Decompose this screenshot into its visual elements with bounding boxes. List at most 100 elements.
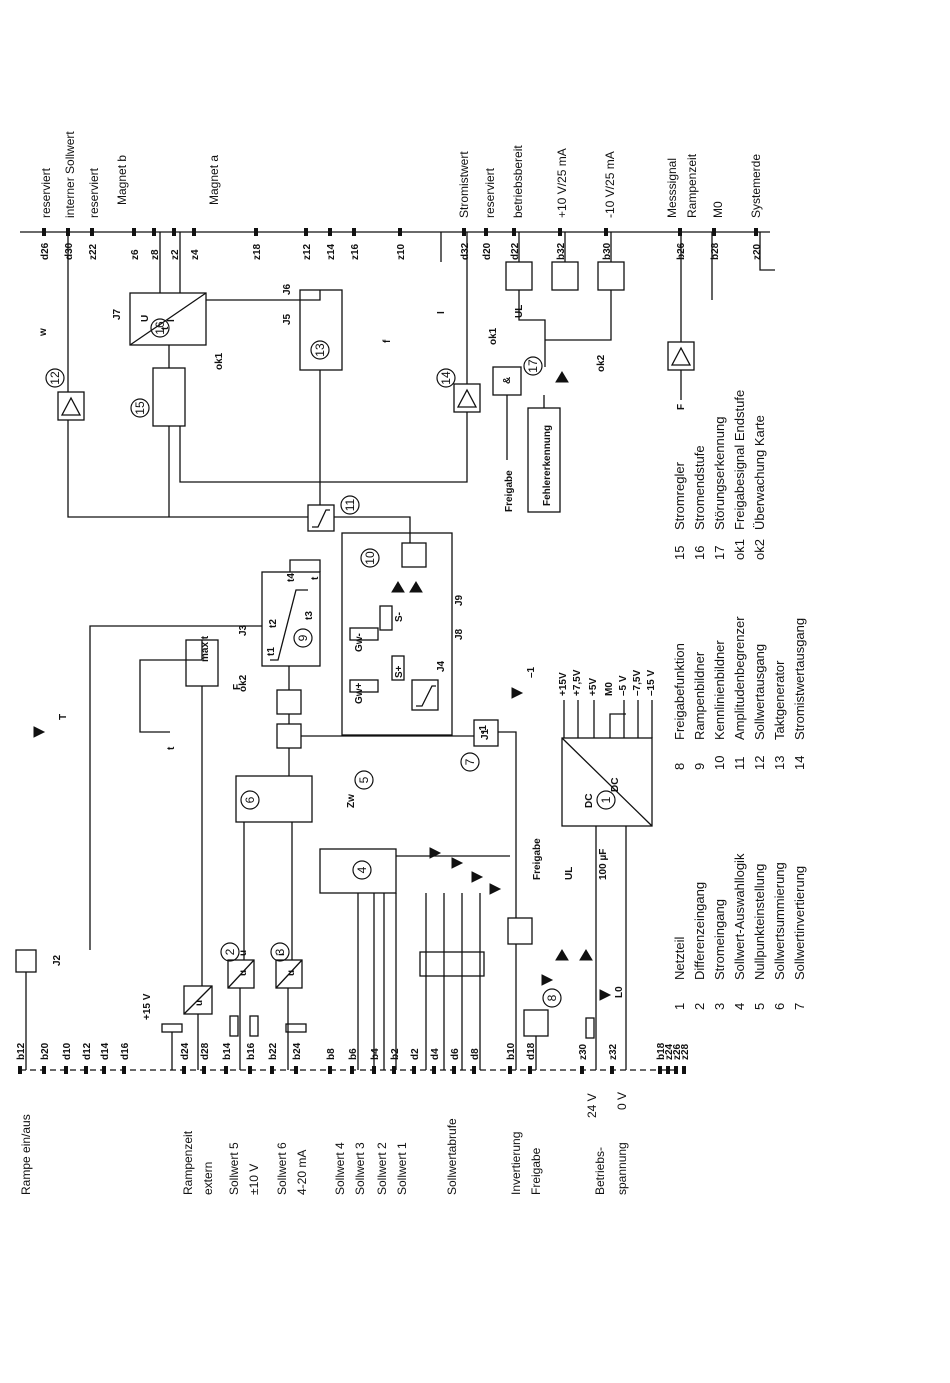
messsignal-amp-block	[667, 341, 695, 371]
supply-rail-label: M0	[604, 682, 615, 696]
legend-number: 6	[772, 1003, 787, 1010]
top-pin-tick	[66, 228, 70, 236]
top-pin-b32: b32	[556, 242, 567, 260]
svg-text:12: 12	[48, 371, 62, 385]
inner-label: u	[286, 970, 297, 976]
bottom-pin-tick	[248, 1066, 252, 1074]
inner-label: J8	[454, 628, 465, 640]
block-11-amplitudenbegrenzer	[307, 504, 335, 532]
bottom-pin-tick	[452, 1066, 456, 1074]
block-7-sollwertinvertierung	[473, 719, 499, 747]
inner-label: J1	[480, 728, 491, 740]
inner-label: max t	[200, 635, 211, 662]
legend-text: Stromregler	[672, 461, 687, 530]
bottom-pin-tick	[84, 1066, 88, 1074]
legend-text: Stromendstufe	[692, 445, 707, 530]
bottom-pin-b12: b12	[16, 1042, 27, 1060]
invertierung-trigger-block	[523, 1009, 549, 1037]
svg-text:9: 9	[296, 634, 310, 641]
top-pin-tick	[678, 228, 682, 236]
bottom-signal-label: 24 V	[585, 1093, 599, 1118]
legend-text: Störungserkennung	[712, 417, 727, 530]
legend-text: Taktgenerator	[772, 660, 787, 740]
inner-label: J9	[454, 594, 465, 606]
top-pin-tick	[328, 228, 332, 236]
inner-label: +15 V	[142, 993, 153, 1020]
block-13-taktgenerator	[299, 289, 343, 371]
top-signal-label: Magnet a	[207, 155, 221, 205]
inner-label: F	[232, 684, 243, 690]
bottom-signal-label: Sollwert 2	[375, 1142, 389, 1195]
legend-number: 13	[772, 756, 787, 770]
svg-text:11: 11	[343, 498, 357, 511]
top-pin-tick	[172, 228, 176, 236]
bottom-pin-tick	[682, 1066, 686, 1074]
inner-label: t2	[268, 619, 279, 628]
inner-label: ok2	[238, 674, 249, 692]
bottom-pin-tick	[528, 1066, 532, 1074]
block-14-stromistwertausgang	[453, 383, 481, 413]
svg-text:4: 4	[355, 866, 369, 873]
inner-label: ok1	[488, 327, 499, 345]
bottom-pin-tick	[412, 1066, 416, 1074]
legend-text: Kennlinienbildner	[712, 640, 727, 740]
inner-label: t	[166, 746, 177, 750]
bottom-pin-tick	[328, 1066, 332, 1074]
supply-rail-label: +7,5V	[572, 669, 583, 696]
block-15-stromregler	[152, 367, 186, 427]
inner-label: 100 µF	[598, 849, 609, 880]
top-pin-z10: z10	[396, 243, 407, 260]
inner-label: t4	[286, 573, 297, 582]
bottom-pin-b14: b14	[222, 1042, 233, 1060]
bottom-pin-tick	[392, 1066, 396, 1074]
bottom-pin-b22: b22	[268, 1042, 279, 1060]
inner-label: UL	[564, 867, 575, 880]
top-pin-tick	[42, 228, 46, 236]
legend-text: Freigabesignal Endstufe	[732, 390, 747, 530]
top-pin-tick	[398, 228, 402, 236]
inner-label: u	[194, 1000, 205, 1006]
top-pin-b28: b28	[710, 242, 721, 260]
bottom-signal-label: 0 V	[615, 1092, 629, 1110]
bottom-pin-d10: d10	[62, 1042, 73, 1060]
top-pin-tick	[754, 228, 758, 236]
legend-text: Amplitudenbegrenzer	[732, 616, 747, 740]
inner-label: i	[276, 953, 287, 956]
top-signal-label: Systemerde	[749, 154, 763, 218]
legend-text: Stromistwertausgang	[792, 618, 807, 740]
legend-text: Rampenbildner	[692, 651, 707, 740]
bottom-signal-label: Sollwert 6	[275, 1142, 289, 1195]
inner-label: J3	[238, 624, 249, 636]
top-pin-z8: z8	[150, 249, 161, 260]
top-signal-label: Rampenzeit	[685, 153, 699, 218]
bottom-pin-tick	[202, 1066, 206, 1074]
inner-label: t	[160, 326, 171, 330]
top-signal-label: Messsignal	[665, 158, 679, 218]
bottom-pin-tick	[224, 1066, 228, 1074]
svg-text:5: 5	[357, 776, 371, 783]
bottom-pin-tick	[674, 1066, 678, 1074]
block-6-sollwertsummierung	[235, 775, 313, 823]
supply-rail-label: +5V	[588, 678, 599, 696]
legend-number: 2	[692, 1003, 707, 1010]
top-pin-tick	[462, 228, 466, 236]
top-pin-z6: z6	[130, 249, 141, 260]
legend-text: Sollwert-Auswahllogik	[732, 853, 747, 980]
svg-text:2: 2	[223, 948, 237, 955]
legend-text: Stromeingang	[712, 899, 727, 980]
top-pin-tick	[152, 228, 156, 236]
bottom-pin-tick	[42, 1066, 46, 1074]
legend: 1Netzteil2Differenzeingang3Stromeingang4…	[672, 390, 807, 1010]
inner-label: F	[676, 404, 687, 410]
bottom-signal-label: Sollwertabrufe	[445, 1118, 459, 1195]
bottom-signal-label: Rampe ein/aus	[19, 1114, 33, 1195]
top-pin-d26: d26	[40, 242, 51, 260]
bottom-pin-z24: z24	[664, 1043, 675, 1060]
bottom-signal-label: extern	[201, 1162, 215, 1195]
top-signal-label: -10 V/25 mA	[603, 151, 617, 218]
block-10-kennlinienbildner	[341, 532, 453, 736]
svg-text:8: 8	[545, 994, 559, 1001]
